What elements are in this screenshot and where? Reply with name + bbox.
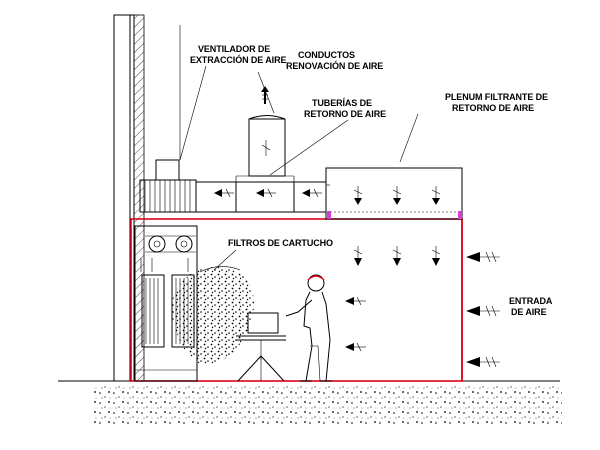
- booth-crossflow-arrows: [345, 296, 366, 352]
- return-pipes-label-line1: TUBERÍAS DE: [312, 98, 372, 108]
- ducts-label-line2: RENOVACIÓN DE AIRE: [286, 60, 383, 71]
- air-inlet-label-line1: ENTRADA: [509, 296, 553, 306]
- duct-airflow-arrows: [214, 188, 322, 198]
- air-inlet-label-line2: DE AIRE: [511, 307, 547, 317]
- overspray-cloud: [171, 266, 254, 365]
- air-inlet-arrows: [466, 251, 500, 368]
- plenum-label-line1: PLENUM FILTRANTE DE: [445, 92, 548, 102]
- ducts-label-line1: CONDUCTOS: [298, 50, 355, 60]
- workpiece-stand: [236, 312, 286, 382]
- cartridge-filter-unit: [134, 225, 198, 382]
- extraction-fan: [139, 25, 197, 213]
- fan-label-line2: EXTRACCIÓN DE AIRE: [190, 54, 286, 65]
- renewal-duct: [248, 115, 286, 177]
- booth-downflow-arrows: [353, 246, 441, 266]
- ground-floor: [58, 380, 562, 424]
- booth-enclosure: [130, 218, 463, 382]
- filter-plenum: [325, 167, 463, 220]
- leader-lines: [179, 65, 419, 271]
- plenum-airflow-arrows: [353, 186, 441, 205]
- return-pipes-label-line2: RETORNO DE AIRE: [304, 109, 386, 119]
- exhaust-arrow-icon: [261, 86, 269, 104]
- operator-figure: [285, 274, 332, 382]
- cartridge-filters-label: FILTROS DE CARTUCHO: [228, 238, 333, 248]
- plenum-label-line2: RETORNO DE AIRE: [452, 103, 534, 113]
- fan-label-line1: VENTILADOR DE: [198, 44, 270, 54]
